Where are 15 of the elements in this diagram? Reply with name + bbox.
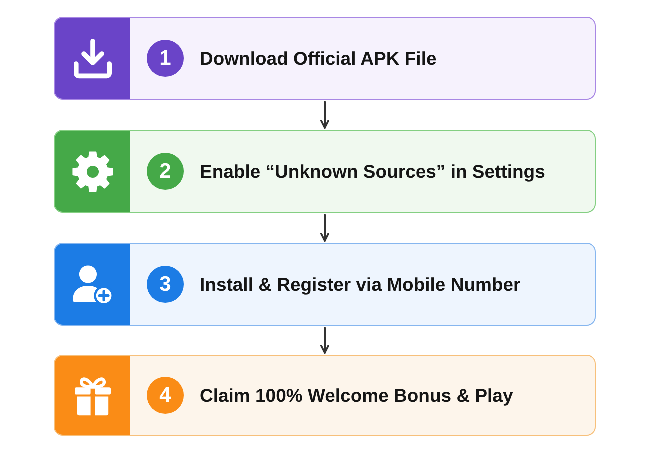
step-card: [54, 17, 596, 100]
step-number: 2: [147, 153, 184, 190]
step-number: 4: [147, 377, 184, 414]
step-title: Download Official APK File: [200, 48, 437, 70]
step-card: [54, 355, 596, 436]
arrow: [320, 327, 330, 354]
step-number: 1: [147, 40, 184, 77]
step-card: [54, 243, 596, 326]
step-title: Enable “Unknown Sources” in Settings: [200, 160, 546, 182]
step-number: 3: [147, 266, 184, 303]
arrow: [320, 214, 330, 242]
step-title: Claim 100% Welcome Bonus & Play: [200, 384, 514, 406]
step-card: [54, 130, 596, 213]
step-title: Install & Register via Mobile Number: [200, 274, 521, 296]
arrow: [320, 101, 330, 129]
